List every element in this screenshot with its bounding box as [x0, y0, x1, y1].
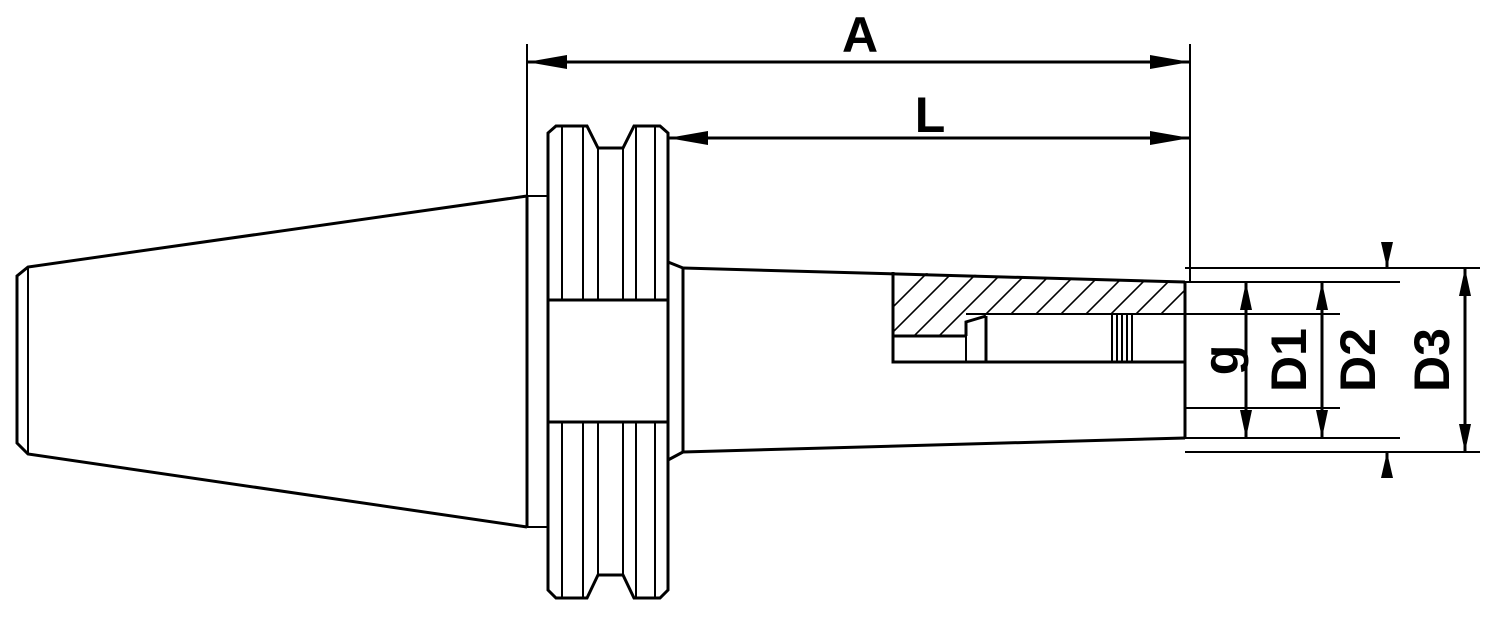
- label-d2: D2: [1330, 328, 1386, 392]
- label-d3: D3: [1404, 328, 1460, 392]
- label-l: L: [915, 87, 946, 143]
- dimension-d1: D1: [1261, 282, 1328, 438]
- label-g: g: [1193, 345, 1249, 376]
- label-d1: D1: [1261, 328, 1317, 392]
- dimension-d3: D3: [1404, 268, 1471, 452]
- label-a: A: [842, 7, 878, 63]
- extension-lines: [526, 44, 1480, 453]
- taper-shank: [15, 194, 548, 529]
- flange: [546, 124, 670, 600]
- collar: [667, 260, 685, 462]
- dimension-a: A: [527, 7, 1190, 69]
- dimension-l: L: [668, 87, 1190, 145]
- hatching: [893, 272, 1185, 336]
- dimension-d2: D2: [1330, 242, 1393, 478]
- dimension-g: g: [1193, 282, 1252, 438]
- body: [682, 266, 1187, 454]
